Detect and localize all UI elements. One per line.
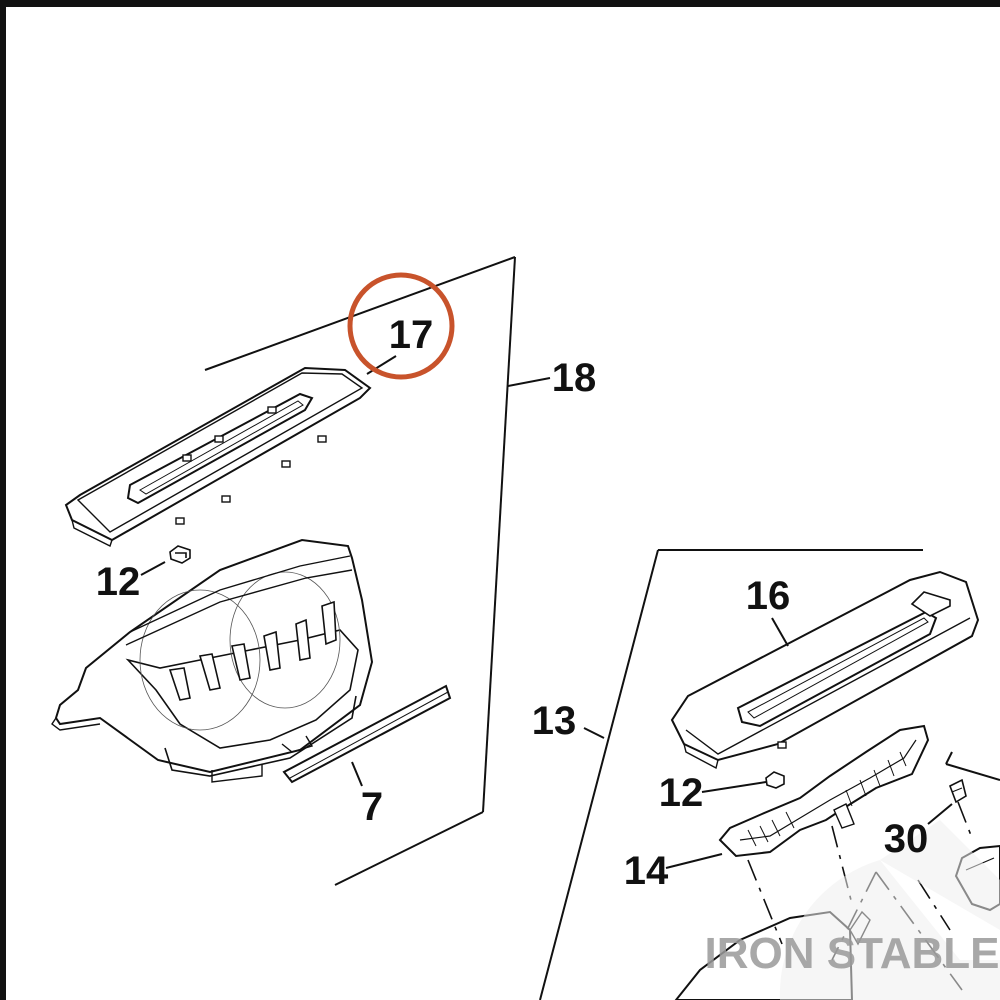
leader-lines-right bbox=[665, 617, 953, 869]
part-12-clip-left[interactable] bbox=[169, 545, 191, 564]
highlight-ring-17 bbox=[347, 272, 455, 380]
watermark-text: IRON STABLE bbox=[705, 929, 1000, 978]
part-7-seal-strip[interactable] bbox=[282, 684, 452, 784]
part-12-clip-right[interactable] bbox=[765, 771, 785, 789]
part-14-bracket[interactable] bbox=[718, 724, 930, 858]
callout-18[interactable]: 18 bbox=[552, 356, 597, 400]
left-border bbox=[0, 0, 6, 1000]
callout-12-right[interactable]: 12 bbox=[659, 771, 704, 815]
callouts: 17 18 12 7 16 13 12 14 30 bbox=[96, 313, 929, 893]
callout-14[interactable]: 14 bbox=[624, 849, 669, 893]
part-30-connector[interactable] bbox=[948, 778, 967, 804]
top-border bbox=[0, 0, 1000, 7]
callout-13[interactable]: 13 bbox=[532, 699, 577, 743]
duct-housing bbox=[51, 538, 374, 783]
callout-12-left[interactable]: 12 bbox=[96, 560, 141, 604]
part-17-cover[interactable] bbox=[64, 366, 372, 547]
callout-16[interactable]: 16 bbox=[746, 574, 791, 618]
assembly-18-bracket bbox=[204, 256, 516, 886]
callout-7[interactable]: 7 bbox=[361, 785, 383, 829]
part-16-cover[interactable] bbox=[670, 570, 980, 770]
callout-17[interactable]: 17 bbox=[389, 313, 434, 357]
leader-lines-left bbox=[140, 355, 551, 787]
callout-30[interactable]: 30 bbox=[884, 817, 929, 861]
watermark: IRON STABLE bbox=[705, 820, 1000, 1000]
assembly-13-bracket bbox=[539, 549, 923, 1000]
